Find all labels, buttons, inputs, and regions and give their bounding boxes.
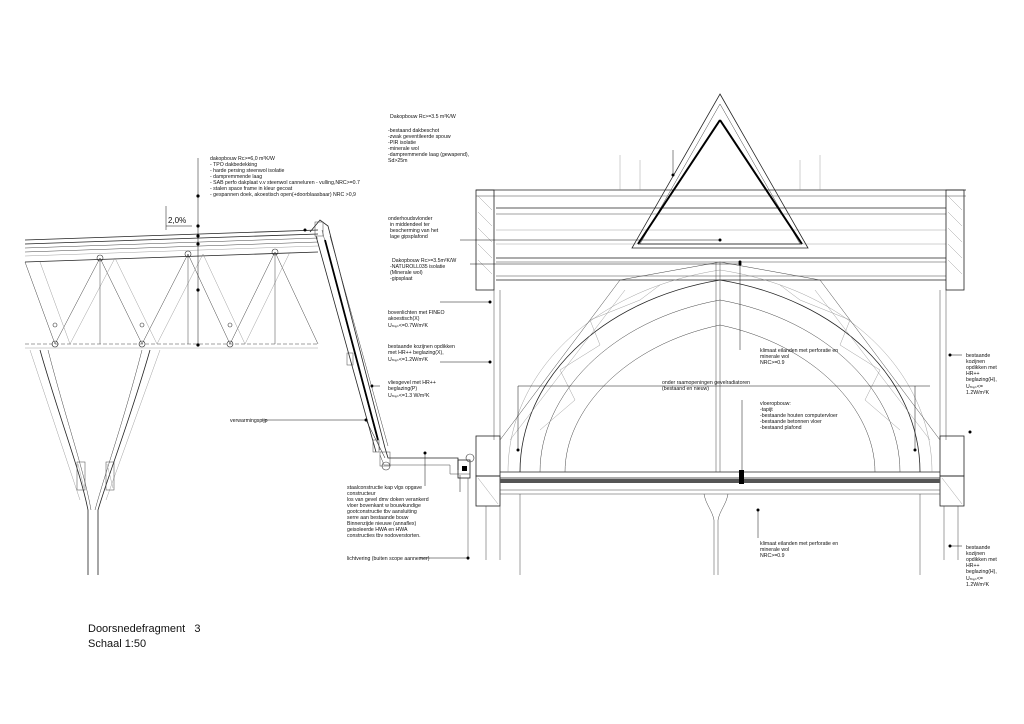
roof-slope-label: 2,0% <box>168 216 186 225</box>
note-line: met HR++ beglazing(X), <box>388 350 444 356</box>
note-klimaat-lower: klimaat eilanden met perforatie en miner… <box>760 541 838 559</box>
note-dakopbouw-top: Dakopbouw Rᴄ>=3.5 m²K/W -bestaand dakbes… <box>388 114 469 164</box>
note-line: Uₘₑₛ<= <box>966 384 983 390</box>
note-klimaat-upper: klimaat eilanden met perforatie en miner… <box>760 348 838 366</box>
note-line: Dakopbouw Rc>=3.5m²K/W <box>392 258 456 264</box>
note-line: minerale wol <box>760 354 789 360</box>
note-line: klimaat eilanden met perforatie en <box>760 348 838 354</box>
note-line: vloer bovenkant w bouwkundige <box>347 503 421 509</box>
drawing-title: Doorsnedefragment 3 <box>88 623 201 635</box>
note-line: opdikken met <box>966 557 997 563</box>
note-line: -gipsplaat <box>390 276 413 282</box>
note-line: in middendeel ter <box>390 222 430 228</box>
note-line: Sd>25m <box>388 158 407 164</box>
note-line: kozijnen <box>966 551 985 557</box>
note-line: lage gipsplafond <box>390 234 428 240</box>
space-frame-roof <box>24 158 319 575</box>
note-line: -bestaande betonnen vloer <box>760 419 822 425</box>
note-line: Dakopbouw Rᴄ>=3.5 m²K/W <box>390 114 456 120</box>
note-line: bescherming van het <box>390 228 439 234</box>
note-vloeropbouw: vloeropbouw: -tapijt -bestaande houten c… <box>760 401 838 431</box>
note-line: minerale wol <box>760 547 789 553</box>
note-line: staalconstructie kap vlgs opgave <box>347 485 422 491</box>
note-onderhoud: onderhoudsvlonder in middendeel ter besc… <box>388 216 439 240</box>
note-onder-raam: onder raamopeningen gevelradiatoren (bes… <box>662 380 750 392</box>
note-line: beglazing(H), <box>966 377 997 383</box>
arch-trusses <box>499 261 941 484</box>
note-line: onderhoudsvlonder <box>388 216 433 222</box>
note-line: -bestaande houten computervloer <box>760 413 838 419</box>
note-dakopbouw-mid: Dakopbouw Rc>=3.5m²K/W -NATUROLL035 isol… <box>390 258 456 282</box>
note-line: -zwak geventileerde spouw <box>388 134 451 140</box>
note-line: dakopbouw Rc>=6,0 m²K/W <box>210 156 275 162</box>
note-line: constructeur <box>347 491 376 497</box>
note-line: beglazing(P) <box>388 386 417 392</box>
note-line: klimaat eilanden met perforatie en <box>760 541 838 547</box>
note-line: onder raamopeningen gevelradiatoren <box>662 380 750 386</box>
curtain-wall <box>309 219 475 560</box>
note-line: serre aan bestaande bouw <box>347 515 409 521</box>
note-kozijnen-right-upper: bestaande kozijnen opdikken met HR++ beg… <box>966 353 997 396</box>
note-line: (Minerale wol) <box>390 270 423 276</box>
note-line: - harde persing steenwol isolatie <box>210 168 285 174</box>
note-kozijnen-right-lower: bestaande kozijnen opdikken met HR++ beg… <box>966 545 997 588</box>
note-line: Uₘₑₛ<=1.3 W/m²K <box>388 393 430 399</box>
note-line: - SAB perfo dakplaat v.v steenwol cannel… <box>210 180 360 186</box>
note-line: vliesgevel met HR++ <box>388 380 436 386</box>
note-dakopbouw-left: dakopbouw Rc>=6,0 m²K/W - TPO dakbedekki… <box>210 156 360 198</box>
note-line: bestaande <box>966 545 990 551</box>
note-line: bovenlichten met FINEO <box>388 310 445 316</box>
drawing-scale: Schaal 1:50 <box>88 638 146 650</box>
note-line: opdikken met <box>966 365 997 371</box>
note-line: bestaande <box>966 353 990 359</box>
note-vliesgevel: vliesgevel met HR++ beglazing(P) Uₘₑₛ<=1… <box>388 380 436 399</box>
note-line: gootconstructie tbv aansluiting <box>347 509 417 515</box>
note-line: kozijnen <box>966 359 985 365</box>
note-line: Uₘₑₛ<= <box>966 576 983 582</box>
note-line: geisoleerde HWA en HWA <box>347 527 408 533</box>
note-line: Binnenzijde nieuwe (annaflex) <box>347 521 416 527</box>
note-line: Uₘₑₛ<=1.2W/m²K <box>388 357 428 363</box>
note-line: HR++ <box>966 371 980 377</box>
note-kozijnen-mid: bestaande kozijnen opdikken met HR++ beg… <box>388 344 455 363</box>
note-line: constructies tbv nodoverstorten. <box>347 533 421 539</box>
note-line: akoestisch(X) <box>388 316 420 322</box>
note-line: vloeropbouw: <box>760 401 791 407</box>
leader-lines <box>262 150 972 560</box>
note-line: - stalen space frame in kleur gecoat <box>210 186 293 192</box>
note-verwarmingspijp: verwarmingspijp <box>230 418 268 424</box>
note-line: bestaande kozijnen opdikken <box>388 344 455 350</box>
note-line: -bestaand dakbeschot <box>388 128 440 134</box>
note-line: los van gevel dmv doken verankerd <box>347 497 429 503</box>
note-lichtvering: lichtvering (buiten scope aannemer) <box>347 556 430 562</box>
note-line: beglazing(H), <box>966 569 997 575</box>
note-line: NRC>=0.9 <box>760 360 785 366</box>
note-staalconstructie: staalconstructie kap vlgs opgave constru… <box>347 485 429 539</box>
note-line: (bestaand en nieuw) <box>662 386 709 392</box>
note-line: -PIR isolatie <box>388 140 416 146</box>
note-line: -bestaand plafond <box>760 425 802 431</box>
note-line: -NATUROLL035 isolatie <box>390 264 445 270</box>
note-line: 1.2W/m²K <box>966 390 990 396</box>
note-line: -dampremmende laag (gewapend), <box>388 152 469 158</box>
note-line: - TPO dakbedekking <box>210 162 257 168</box>
note-line: Uₘₑₛ<=0.7W/m²K <box>388 323 428 329</box>
note-line: NRC>=0.9 <box>760 553 785 559</box>
note-line: HR++ <box>966 563 980 569</box>
note-line: - gespannen doek, akoestisch open(+doorb… <box>210 192 356 198</box>
note-bovenlichten: bovenlichten met FINEO akoestisch(X) Uₘₑ… <box>388 310 445 329</box>
note-line: 1.2W/m²K <box>966 582 990 588</box>
dormer <box>600 93 840 259</box>
note-line: - dampremmende laag <box>210 174 262 180</box>
note-line: -tapijt <box>760 407 773 413</box>
note-line: -minerale wol <box>388 146 419 152</box>
